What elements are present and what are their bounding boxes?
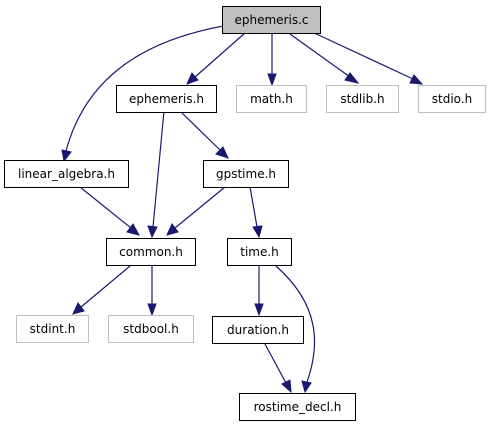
node-gpstime-h[interactable]: gpstime.h xyxy=(203,160,289,188)
arrow-gpstime_h-common_h xyxy=(166,223,179,236)
arrow-ephemeris_h xyxy=(186,72,199,85)
node-math-h: math.h xyxy=(236,85,307,113)
node-stdint-h: stdint.h xyxy=(16,315,89,343)
edge-duration_h-rostime_decl_h xyxy=(264,343,287,384)
arrow-time_h-rostime_decl_h xyxy=(301,380,312,394)
arrow-duration_h-rostime_decl_h xyxy=(281,379,292,394)
node-time-h[interactable]: time.h xyxy=(227,238,292,266)
edge-ephemeris_h-gpstime_h xyxy=(179,110,222,152)
edge-ephemeris_c-stdio_h xyxy=(309,30,414,80)
arrow-duration_h xyxy=(254,303,264,317)
edge-gpstime_h-time_h xyxy=(249,186,258,228)
arrow-linear_algebra_h-common_h xyxy=(126,223,140,236)
node-ephemeris-h[interactable]: ephemeris.h xyxy=(116,85,217,113)
node-stdio-h: stdio.h xyxy=(418,85,486,113)
arrow-ephemeris_h-common_h xyxy=(147,225,158,239)
node-ephemeris-c[interactable]: ephemeris.c xyxy=(222,6,321,34)
edge-ephemeris_c-stdlib_h xyxy=(289,33,351,78)
node-stdbool-h: stdbool.h xyxy=(108,315,194,343)
edge-linear_algebra_h-common_h xyxy=(79,186,132,229)
arrow-time_h xyxy=(252,225,263,239)
node-rostime-decl-h[interactable]: rostime_decl.h xyxy=(239,393,356,421)
arrow-gpstime_h xyxy=(215,146,229,159)
node-duration-h[interactable]: duration.h xyxy=(212,316,304,344)
edge-ephemeris_c-linear_algebra_h xyxy=(65,24,230,152)
arrow-stdint_h xyxy=(72,302,85,315)
arrow-math_h xyxy=(267,73,277,87)
arrow-stdlib_h xyxy=(344,72,360,84)
edge-common_h-stdint_h xyxy=(80,265,131,308)
node-common-h[interactable]: common.h xyxy=(106,238,196,266)
arrow-stdio_h xyxy=(409,74,424,85)
edge-ephemeris_h-common_h xyxy=(152,110,165,228)
edge-time_h-rostime_decl_h xyxy=(275,265,316,383)
node-stdlib-h: stdlib.h xyxy=(326,85,399,113)
edge-gpstime_h-common_h xyxy=(174,186,226,229)
edge-ephemeris_c-ephemeris_h xyxy=(194,32,246,78)
node-linear-algebra-h[interactable]: linear_algebra.h xyxy=(4,160,129,188)
arrow-stdbool_h xyxy=(147,303,157,317)
arrow-linear_algebra_h xyxy=(61,149,72,163)
